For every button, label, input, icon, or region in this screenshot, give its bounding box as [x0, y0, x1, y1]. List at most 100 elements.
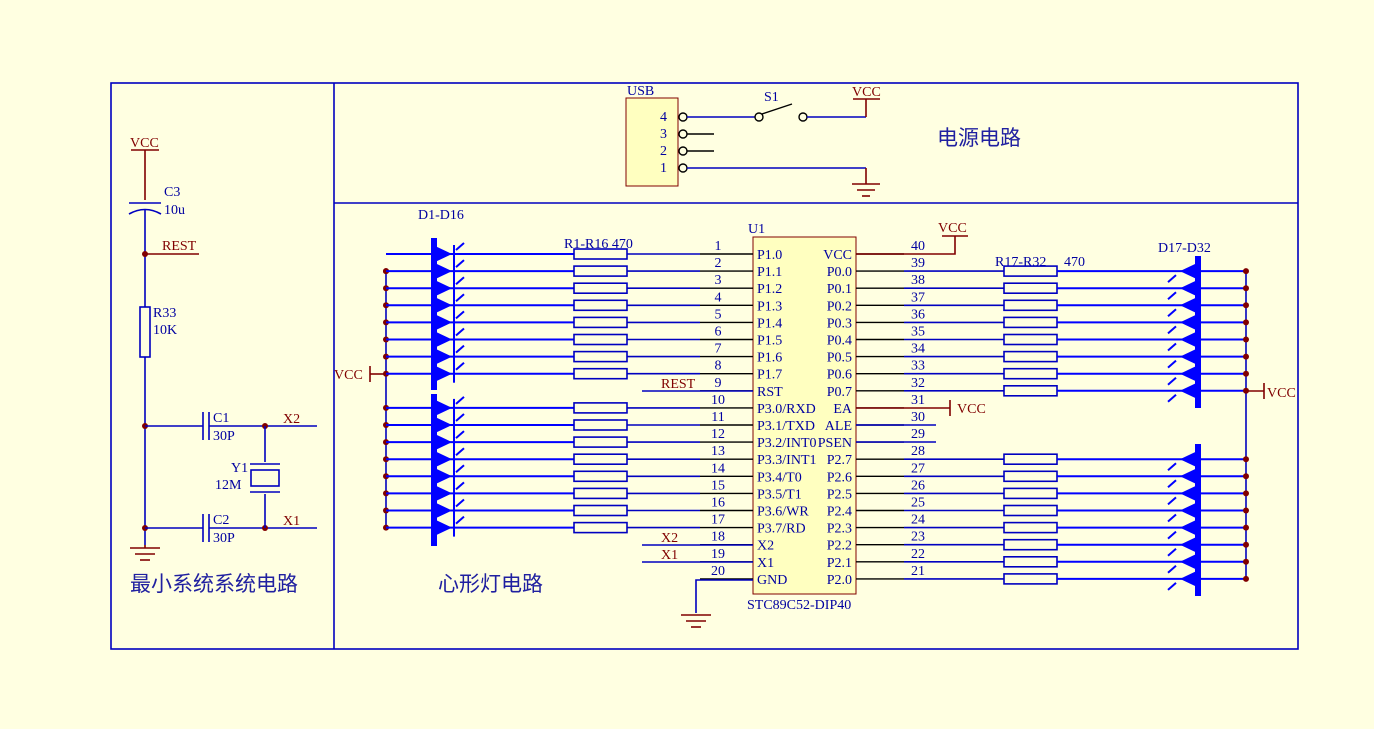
led-diode [1180, 296, 1199, 315]
led-light-arrow [1167, 359, 1177, 369]
junction-dot [1243, 575, 1249, 582]
led-diode [1180, 535, 1199, 554]
mcu-pin-number: 23 [911, 530, 925, 545]
mcu-pin-number: 19 [711, 547, 725, 562]
led-diode [1180, 364, 1199, 383]
led-light-arrow [455, 413, 465, 422]
led-diode [433, 330, 452, 349]
led-light-arrow [1167, 376, 1177, 386]
resistor [573, 402, 628, 414]
mcu-pin-name: P2.3 [827, 522, 852, 537]
mcu-pin-number: 6 [715, 325, 722, 340]
r33-label: R33 [153, 306, 176, 321]
mcu-pin-name: P2.7 [827, 453, 852, 468]
mcu-pin-name: P1.0 [757, 248, 782, 263]
usb-label: USB [627, 84, 654, 99]
c1-label: C1 [213, 411, 229, 426]
mcu-pin-name: P0.6 [827, 368, 852, 383]
right-led-network: D17-D32 R17-R32 470 VCC [904, 241, 1296, 596]
mcu-pin-number: 28 [911, 444, 925, 459]
mcu-u1: U1 STC89C52-DIP40 1P1.02P1.13P1.24P1.35P… [700, 222, 925, 613]
led-diode [1180, 313, 1199, 332]
section-title-heart-led: 心形灯电路 [438, 572, 543, 596]
mcu-pin-name: P1.7 [757, 368, 782, 383]
led-light-arrow [455, 464, 465, 474]
resistor [1003, 350, 1058, 363]
junction-dot [1243, 319, 1249, 326]
led-diode [1180, 330, 1199, 349]
resistor [1003, 282, 1058, 295]
led-light-arrow [1167, 291, 1177, 300]
mcu-pin-number: 7 [715, 342, 722, 357]
section-title-min-system: 最小系统系统电路 [130, 572, 298, 596]
junction-dot [1243, 541, 1249, 548]
mcu-pin-name: P3.0/RXD [757, 402, 816, 417]
mcu-pin-number: 32 [911, 376, 925, 391]
mcu-pin-number: 1 [715, 239, 722, 254]
resistor [1003, 333, 1058, 346]
led-diode [433, 467, 452, 486]
mcu-part: STC89C52-DIP40 [747, 598, 851, 613]
led-light-arrow [1167, 496, 1177, 506]
left-led-network: D1-D16 R1-R16 470 VCC [334, 208, 700, 546]
mcu-pin-name: P0.1 [827, 282, 852, 297]
resistor [573, 436, 628, 448]
mcu-pin-number: 3 [715, 273, 722, 288]
led-diode [1180, 450, 1199, 469]
resistor [573, 419, 628, 431]
led-light-arrow [455, 259, 465, 268]
junction-dot [1243, 302, 1249, 309]
junction-dot [1243, 473, 1249, 480]
junction-dot [1243, 268, 1249, 275]
mcu-pin-name: RST [757, 385, 783, 400]
r33-value: 10K [153, 323, 177, 338]
led-light-arrow [455, 276, 465, 285]
led-light-arrow [455, 481, 465, 491]
resistor [573, 265, 628, 277]
mcu-pin-name: P1.3 [757, 299, 782, 314]
mcu-pin-number: 24 [911, 513, 925, 528]
mcu-pin-number: 37 [911, 290, 925, 305]
led-light-arrow [1167, 547, 1177, 557]
led-diode [1180, 262, 1199, 281]
mcu-pin-number: 12 [711, 427, 725, 442]
mcu-pin-number: 27 [911, 461, 925, 476]
led-diode [433, 262, 452, 281]
resistor [573, 282, 628, 295]
switch-label: S1 [764, 90, 779, 105]
led-light-arrow [1167, 462, 1177, 471]
c2-label: C2 [213, 513, 229, 528]
c3-value: 10u [164, 203, 185, 218]
led-bank-upper [431, 238, 437, 390]
x1-in-label: X1 [661, 548, 678, 563]
led-light-arrow [455, 242, 465, 251]
mcu-pin-number: 36 [911, 307, 925, 322]
mcu-pin-number: 9 [715, 376, 722, 391]
mcu-pin-name: P1.2 [757, 282, 782, 297]
mcu-pin-name: P3.7/RD [757, 522, 806, 537]
resistor [573, 487, 628, 500]
mcu-pin-name: P2.1 [827, 556, 852, 571]
mcu-pin-name: ALE [825, 419, 852, 434]
led-diode [433, 279, 452, 298]
led-diode [433, 484, 452, 503]
led-diode [1180, 569, 1199, 588]
power-vcc-label: VCC [852, 85, 881, 100]
left-led-label: D1-D16 [418, 208, 464, 223]
vcc-ea-label: VCC [957, 402, 986, 417]
led-bank-lower [1195, 444, 1201, 596]
mcu-pin-name: P1.4 [757, 316, 782, 331]
mcu-pin-number: 14 [711, 461, 725, 476]
usb-connector [625, 97, 679, 187]
usb-pin-4: 4 [660, 110, 667, 125]
mcu-pin-name: P3.6/WR [757, 505, 809, 520]
mcu-pin-name: P3.1/TXD [757, 419, 815, 434]
mcu-pin-number: 25 [911, 496, 925, 511]
led-diode [433, 416, 452, 434]
led-diode [433, 364, 452, 383]
led-diode [1180, 467, 1199, 486]
mcu-pin-number: 11 [711, 410, 724, 425]
mcu-pin-number: 40 [911, 239, 925, 254]
c2-value: 30P [213, 531, 235, 546]
